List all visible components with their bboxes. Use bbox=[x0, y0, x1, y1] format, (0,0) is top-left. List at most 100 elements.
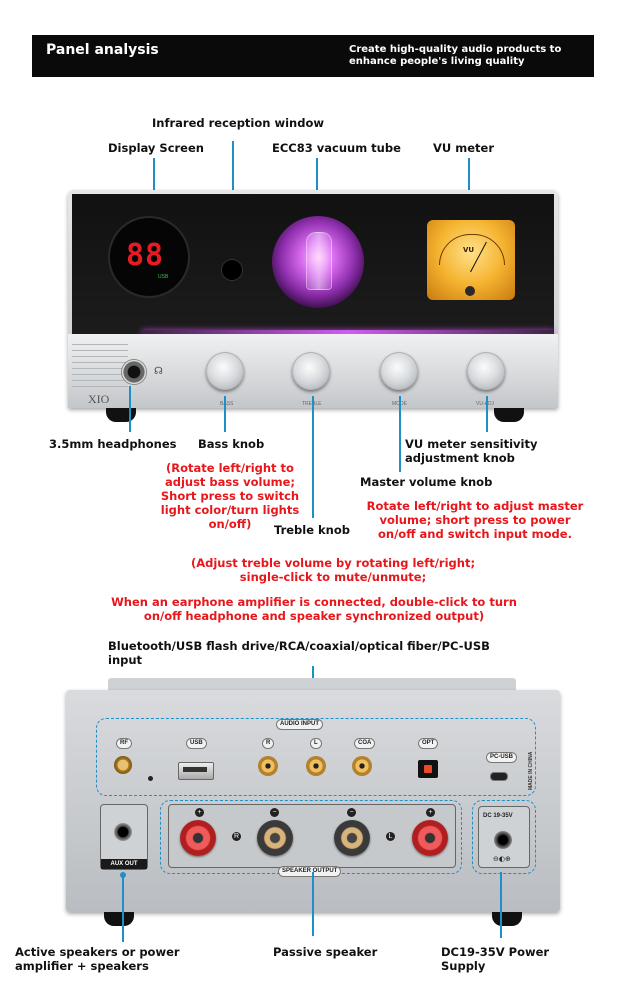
label-bass: Bass knob bbox=[198, 437, 265, 451]
speaker-output-label: SPEAKER OUTPUT bbox=[278, 866, 342, 877]
label-power-supply: DC19-35V Power Supply bbox=[441, 945, 550, 973]
rca-right-port[interactable] bbox=[258, 756, 278, 776]
rear-foot-left bbox=[104, 912, 134, 926]
rca-left-port[interactable] bbox=[306, 756, 326, 776]
polarity-l-minus: − bbox=[347, 808, 356, 817]
knob-label-treble: TREBLE bbox=[302, 401, 321, 407]
dc-power-jack[interactable] bbox=[494, 831, 512, 849]
vent-line bbox=[72, 350, 128, 351]
optical-port[interactable] bbox=[418, 760, 438, 778]
vent-line bbox=[72, 380, 128, 381]
vent-line bbox=[72, 374, 128, 375]
aux-out-label: AUX OUT bbox=[101, 859, 147, 869]
pointer-tube bbox=[316, 158, 318, 210]
vu-meter: VU bbox=[427, 220, 515, 300]
polarity-r-plus: + bbox=[195, 808, 204, 817]
audio-input-group bbox=[96, 718, 536, 796]
header-bar: Panel analysis Create high-quality audio… bbox=[32, 35, 594, 77]
vacuum-tube-window bbox=[272, 216, 364, 308]
header-tagline: Create high-quality audio products to en… bbox=[349, 44, 562, 67]
port-label-coa: COA bbox=[354, 738, 376, 749]
knob-label-vu-adj: VU-ADJ bbox=[476, 401, 494, 407]
headphone-jack[interactable] bbox=[122, 360, 146, 384]
label-passive-speaker: Passive speaker bbox=[273, 945, 378, 959]
speaker-terminal-r-minus[interactable] bbox=[257, 820, 293, 856]
note-treble: (Adjust treble volume by rotating left/r… bbox=[190, 556, 476, 584]
reset-pinhole[interactable] bbox=[148, 776, 153, 781]
speaker-terminal-l-plus[interactable] bbox=[412, 820, 448, 856]
knob-label-bass: BASS bbox=[220, 401, 234, 407]
bass-knob[interactable] bbox=[206, 352, 244, 390]
port-label-usb: USB bbox=[186, 738, 207, 749]
pointer-display bbox=[153, 158, 155, 212]
dc-label: DC 19-35V bbox=[483, 813, 513, 819]
pointer-master bbox=[399, 396, 401, 472]
vent-line bbox=[72, 368, 128, 369]
port-label-opt: OPT bbox=[418, 738, 439, 749]
dc-polarity-icon: ⊖◐⊕ bbox=[493, 855, 511, 863]
label-inputs: Bluetooth/USB flash drive/RCA/coaxial/op… bbox=[108, 639, 490, 667]
pointer-dot-aux bbox=[120, 872, 126, 878]
usb-port[interactable] bbox=[178, 762, 214, 780]
front-glass: 88 USB VU bbox=[72, 194, 554, 334]
note-earphone: When an earphone amplifier is connected,… bbox=[111, 595, 517, 623]
note-bass: (Rotate left/right to adjust bass volume… bbox=[160, 461, 300, 531]
ambient-light-strip bbox=[142, 330, 554, 334]
front-foot-left bbox=[106, 408, 136, 422]
display-screen: 88 USB bbox=[110, 218, 188, 296]
usb-port-slot bbox=[183, 767, 207, 772]
brand-logo: XIO bbox=[88, 392, 110, 406]
dc-power-group bbox=[472, 800, 536, 874]
vent-line bbox=[72, 356, 128, 357]
vu-adjust-knob[interactable] bbox=[467, 352, 505, 390]
treble-knob[interactable] bbox=[292, 352, 330, 390]
pointer-vu-adjust bbox=[486, 396, 488, 432]
front-foot-right bbox=[494, 408, 524, 422]
dc-power-block: DC 19-35V ⊖◐⊕ bbox=[478, 806, 530, 868]
headphone-icon: ☊ bbox=[154, 366, 163, 377]
label-active-speakers: Active speakers or power amplifier + spe… bbox=[15, 945, 180, 973]
aux-out-jack[interactable] bbox=[114, 823, 132, 841]
port-label-r: R bbox=[262, 738, 275, 749]
label-headphones: 3.5mm headphones bbox=[49, 437, 177, 451]
channel-l-badge: L bbox=[386, 832, 395, 841]
pointer-aux bbox=[122, 876, 124, 942]
polarity-r-minus: − bbox=[270, 808, 279, 817]
pointer-bass bbox=[224, 396, 226, 432]
infrared-window bbox=[222, 260, 242, 280]
vu-text: VU bbox=[463, 246, 475, 254]
label-display: Display Screen bbox=[108, 141, 204, 155]
pointer-headphones bbox=[129, 386, 131, 432]
pointer-power bbox=[500, 872, 502, 938]
aux-out-block: AUX OUT bbox=[100, 804, 148, 870]
label-treble: Treble knob bbox=[274, 523, 350, 537]
vent-line bbox=[72, 362, 128, 363]
pointer-passive bbox=[312, 872, 314, 936]
vent-line bbox=[72, 344, 128, 345]
coaxial-port[interactable] bbox=[352, 756, 372, 776]
label-infrared: Infrared reception window bbox=[152, 116, 324, 130]
port-label-l: L bbox=[310, 738, 322, 749]
pointer-vu bbox=[468, 158, 470, 214]
label-vu-meter: VU meter bbox=[433, 141, 494, 155]
label-vu-sensitivity: VU meter sensitivity adjustment knob bbox=[405, 437, 538, 465]
label-master: Master volume knob bbox=[360, 475, 493, 489]
pointer-treble bbox=[312, 396, 314, 518]
label-tube: ECC83 vacuum tube bbox=[272, 141, 401, 155]
speaker-terminal-r-plus[interactable] bbox=[180, 820, 216, 856]
speaker-terminal-l-minus[interactable] bbox=[334, 820, 370, 856]
polarity-l-plus: + bbox=[426, 808, 435, 817]
note-master: Rotate left/right to adjust master volum… bbox=[366, 499, 584, 541]
pc-usb-port[interactable] bbox=[490, 772, 508, 781]
port-label-pc-usb: PC-USB bbox=[486, 752, 518, 763]
optical-port-shutter bbox=[424, 765, 432, 773]
rf-antenna-port[interactable] bbox=[114, 756, 132, 774]
page-title: Panel analysis bbox=[46, 42, 159, 58]
made-in-label: MADE IN CHINA bbox=[528, 751, 534, 790]
vu-hub bbox=[465, 286, 475, 296]
rear-foot-right bbox=[492, 912, 522, 926]
master-volume-knob[interactable] bbox=[380, 352, 418, 390]
display-digits: 88 bbox=[126, 238, 165, 273]
channel-r-badge: R bbox=[232, 832, 241, 841]
vent-line bbox=[72, 386, 128, 387]
